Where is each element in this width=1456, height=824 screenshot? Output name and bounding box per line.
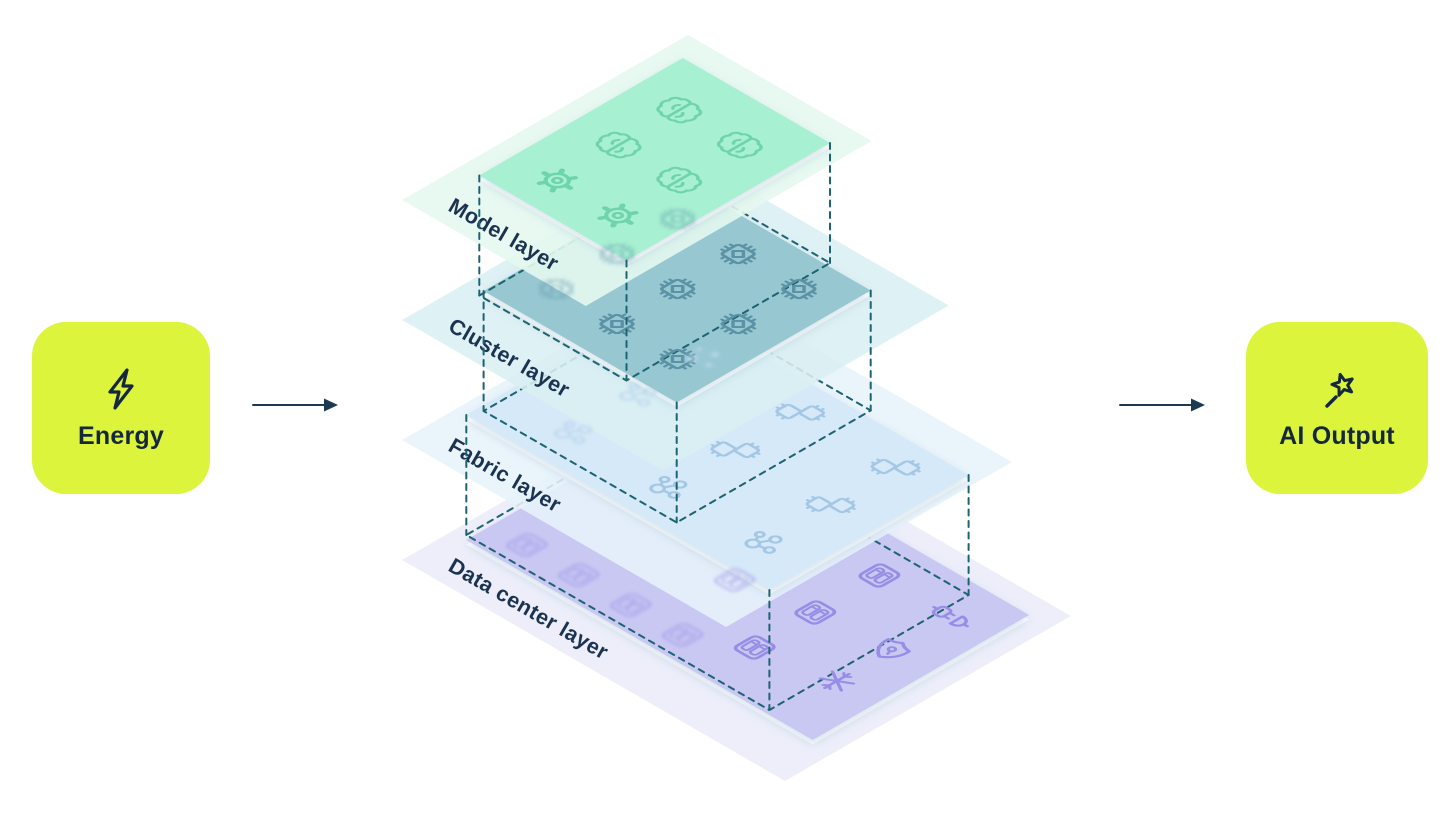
cluster-layer-inner-plate: [483, 179, 871, 403]
model-layer-inner-plate: [479, 58, 830, 261]
arrowhead-icon: [1191, 398, 1205, 412]
dashed-prism-edges: [465, 142, 970, 711]
ai-output-node: AI Output: [1246, 322, 1428, 494]
energy-node: Energy: [32, 322, 210, 494]
lightning-bolt-icon: [108, 368, 134, 410]
ai-output-node-label: AI Output: [1279, 422, 1395, 450]
energy-to-stack-arrow: [252, 398, 338, 412]
energy-node-label: Energy: [78, 422, 164, 450]
stack-to-output-arrow: [1119, 398, 1205, 412]
arrowhead-icon: [324, 398, 338, 412]
magic-wand-icon: [1325, 372, 1354, 408]
